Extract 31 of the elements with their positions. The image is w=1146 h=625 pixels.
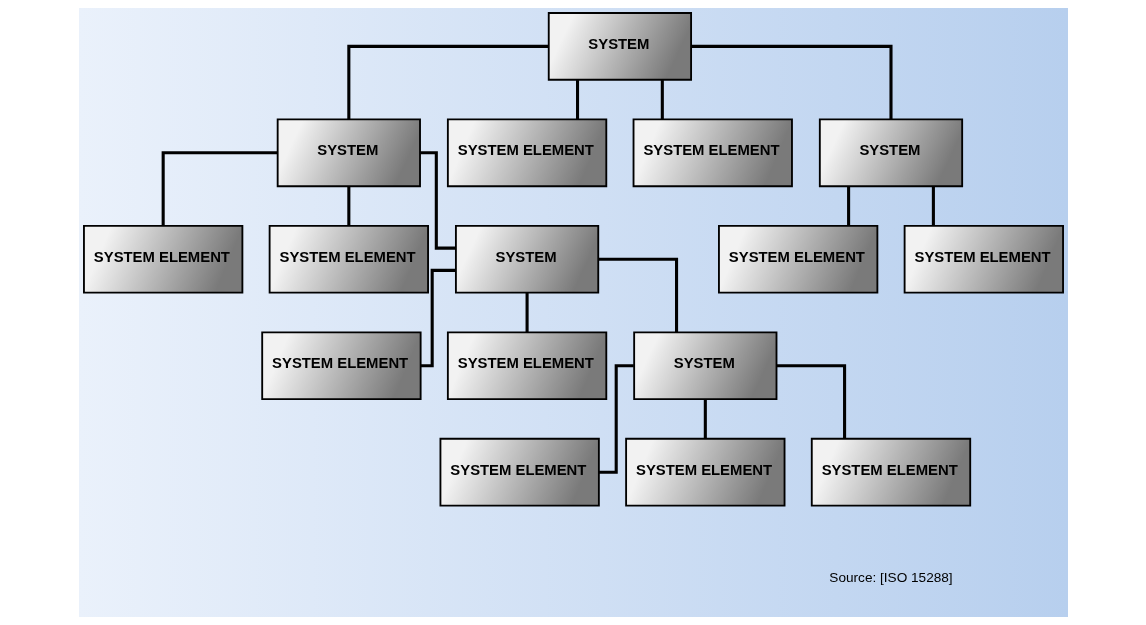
node-box: SYSTEM ELEMENT	[439, 437, 600, 507]
connector	[846, 186, 850, 226]
connector	[776, 364, 846, 439]
connector	[419, 151, 456, 250]
node-box: SYSTEM ELEMENT	[632, 118, 793, 188]
node-box: SYSTEM	[632, 331, 777, 401]
node-box: SYSTEM ELEMENT	[260, 331, 422, 401]
connector	[660, 80, 664, 120]
connector	[931, 186, 935, 226]
connector	[597, 257, 678, 333]
connector	[346, 44, 549, 120]
node-box: SYSTEM ELEMENT	[903, 224, 1064, 294]
node-box: SYSTEM ELEMENT	[268, 224, 429, 294]
connector	[525, 292, 529, 333]
node-box: SYSTEM ELEMENT	[810, 437, 971, 507]
connector	[346, 186, 350, 226]
connector	[703, 399, 707, 439]
connector	[575, 80, 579, 120]
node-box: SYSTEM	[547, 12, 692, 81]
node-box: SYSTEM ELEMENT	[624, 437, 785, 507]
node-box: SYSTEM ELEMENT	[446, 331, 607, 401]
connector	[161, 151, 278, 226]
node-box: SYSTEM ELEMENT	[717, 224, 878, 294]
node-box: SYSTEM ELEMENT	[82, 224, 243, 294]
node-box: SYSTEM	[818, 118, 963, 188]
connector	[420, 268, 456, 368]
connector	[690, 44, 893, 120]
node-box: SYSTEM	[276, 118, 421, 188]
node-box: SYSTEM ELEMENT	[446, 118, 607, 188]
node-box: SYSTEM	[454, 224, 599, 294]
label: Source: [ISO 15288]	[828, 570, 953, 586]
